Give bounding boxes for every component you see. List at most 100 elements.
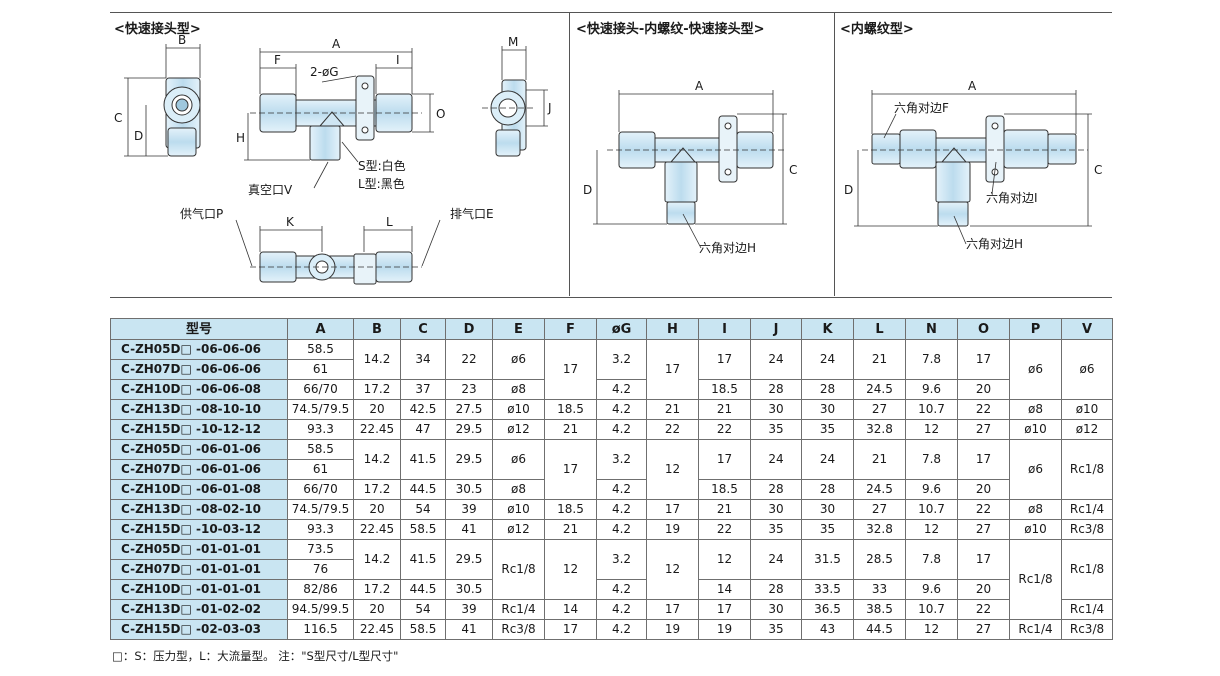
value-cell: 21 bbox=[698, 499, 751, 520]
value-cell: 33 bbox=[853, 579, 906, 600]
col-header: V bbox=[1061, 318, 1113, 340]
value-cell: 21 bbox=[544, 419, 597, 440]
value-cell: 24 bbox=[750, 439, 802, 480]
value-cell: Rc3/8 bbox=[1061, 619, 1113, 640]
vacuum-port-label: 真空口V bbox=[248, 183, 293, 197]
value-cell: 30 bbox=[750, 499, 802, 520]
value-cell: 30 bbox=[750, 599, 802, 620]
p3-hex-H-label: 六角对边H bbox=[966, 237, 1023, 251]
value-cell: 44.5 bbox=[853, 619, 906, 640]
value-cell: Rc3/8 bbox=[1061, 519, 1113, 540]
col-header: D bbox=[445, 318, 493, 340]
value-cell: ø6 bbox=[1009, 339, 1062, 400]
col-header: 型号 bbox=[110, 318, 288, 340]
p3-hex-F-label: 六角对边F bbox=[894, 101, 949, 115]
value-cell: 74.5/79.5 bbox=[287, 399, 354, 420]
value-cell: ø6 bbox=[492, 439, 545, 480]
value-cell: 30 bbox=[801, 399, 854, 420]
value-cell: 44.5 bbox=[400, 579, 446, 600]
model-cell: C-ZH07D□ -06-01-06 bbox=[110, 459, 288, 480]
specification-table: 型号 A B C D E F øG H I J K L N O P V C-ZH… bbox=[110, 318, 1113, 640]
quick-thread-quick-drawing: A D C 六角对边H bbox=[583, 79, 797, 255]
value-cell: 28 bbox=[750, 379, 802, 400]
value-cell: 17 bbox=[646, 499, 699, 520]
value-cell: 20 bbox=[957, 479, 1010, 500]
col-header: B bbox=[353, 318, 401, 340]
value-cell: 14.2 bbox=[353, 439, 401, 480]
value-cell: ø12 bbox=[492, 419, 545, 440]
value-cell: 4.2 bbox=[596, 479, 647, 500]
dim-O: O bbox=[436, 107, 445, 121]
value-cell: 10.7 bbox=[905, 399, 958, 420]
value-cell: 29.5 bbox=[445, 419, 493, 440]
value-cell: 12 bbox=[698, 539, 751, 580]
value-cell: 41 bbox=[445, 519, 493, 540]
panel-divider-2 bbox=[834, 12, 835, 296]
value-cell: 30.5 bbox=[445, 479, 493, 500]
value-cell: 17.2 bbox=[353, 479, 401, 500]
value-cell: 54 bbox=[400, 599, 446, 620]
value-cell: 4.2 bbox=[596, 579, 647, 600]
value-cell: 24 bbox=[750, 339, 802, 380]
value-cell: Rc1/8 bbox=[1061, 439, 1113, 500]
model-cell: C-ZH05D□ -06-01-06 bbox=[110, 439, 288, 460]
value-cell: 12 bbox=[905, 619, 958, 640]
p3-dim-D: D bbox=[844, 183, 853, 197]
value-cell: 18.5 bbox=[544, 499, 597, 520]
value-cell: 27 bbox=[853, 499, 906, 520]
exhaust-port-label: 排气口E bbox=[450, 206, 494, 221]
value-cell: 21 bbox=[853, 339, 906, 380]
value-cell: 27.5 bbox=[445, 399, 493, 420]
value-cell: 4.2 bbox=[596, 419, 647, 440]
value-cell: 30.5 bbox=[445, 579, 493, 600]
value-cell: 43 bbox=[801, 619, 854, 640]
value-cell: 93.3 bbox=[287, 419, 354, 440]
s-type-label: S型:白色 bbox=[358, 158, 406, 173]
value-cell: ø12 bbox=[1061, 419, 1113, 440]
col-header: I bbox=[698, 318, 751, 340]
col-header: øG bbox=[596, 318, 647, 340]
value-cell: 28.5 bbox=[853, 539, 906, 580]
value-cell: ø8 bbox=[492, 379, 545, 400]
value-cell: 35 bbox=[750, 419, 802, 440]
value-cell: ø10 bbox=[1009, 519, 1062, 540]
value-cell: 35 bbox=[801, 519, 854, 540]
value-cell: 17 bbox=[646, 599, 699, 620]
value-cell: Rc1/4 bbox=[1009, 619, 1062, 640]
value-cell: Rc1/8 bbox=[1009, 539, 1062, 620]
col-header: L bbox=[853, 318, 906, 340]
value-cell: 12 bbox=[905, 419, 958, 440]
p2-dim-D: D bbox=[583, 183, 592, 197]
dim-I: I bbox=[396, 53, 400, 67]
value-cell: 27 bbox=[957, 619, 1010, 640]
value-cell: 28 bbox=[801, 479, 854, 500]
value-cell: 7.8 bbox=[905, 339, 958, 380]
value-cell: 17.2 bbox=[353, 379, 401, 400]
value-cell: 35 bbox=[750, 619, 802, 640]
supply-port-label: 供气口P bbox=[180, 206, 223, 221]
value-cell: 31.5 bbox=[801, 539, 854, 580]
value-cell: 9.6 bbox=[905, 379, 958, 400]
value-cell: 30 bbox=[750, 399, 802, 420]
value-cell: 41.5 bbox=[400, 539, 446, 580]
value-cell: Rc1/8 bbox=[1061, 539, 1113, 600]
value-cell: 20 bbox=[353, 399, 401, 420]
dim-A: A bbox=[332, 37, 341, 51]
value-cell: 4.2 bbox=[596, 399, 647, 420]
value-cell: 21 bbox=[853, 439, 906, 480]
value-cell: 21 bbox=[646, 399, 699, 420]
value-cell: 20 bbox=[957, 379, 1010, 400]
p3-dim-A: A bbox=[968, 79, 977, 93]
value-cell: 22.45 bbox=[353, 419, 401, 440]
value-cell: 35 bbox=[750, 519, 802, 540]
value-cell: 28 bbox=[750, 479, 802, 500]
female-thread-drawing: A 六角对边F D C 六角对边I 六角对边H bbox=[844, 79, 1102, 251]
value-cell: 32.8 bbox=[853, 419, 906, 440]
value-cell: 22 bbox=[445, 339, 493, 380]
value-cell: 66/70 bbox=[287, 379, 354, 400]
value-cell: 27 bbox=[853, 399, 906, 420]
value-cell: 9.6 bbox=[905, 479, 958, 500]
value-cell: 29.5 bbox=[445, 439, 493, 480]
